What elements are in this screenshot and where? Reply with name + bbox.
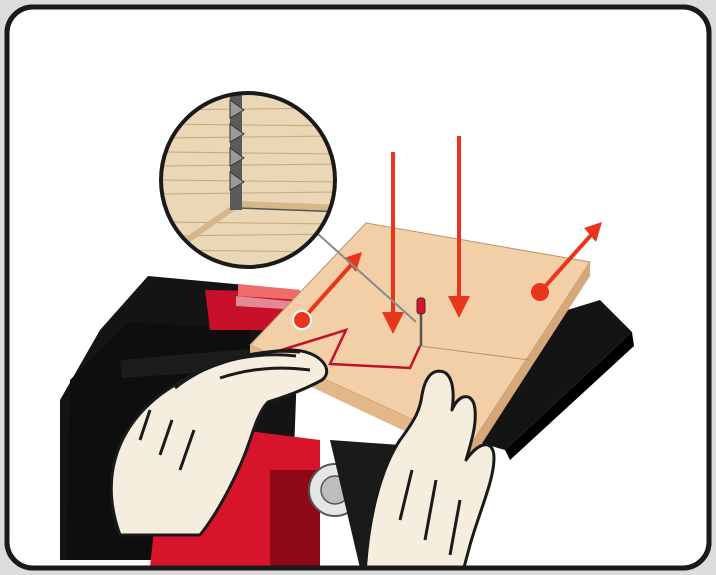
instruction-illustration [0, 0, 716, 575]
